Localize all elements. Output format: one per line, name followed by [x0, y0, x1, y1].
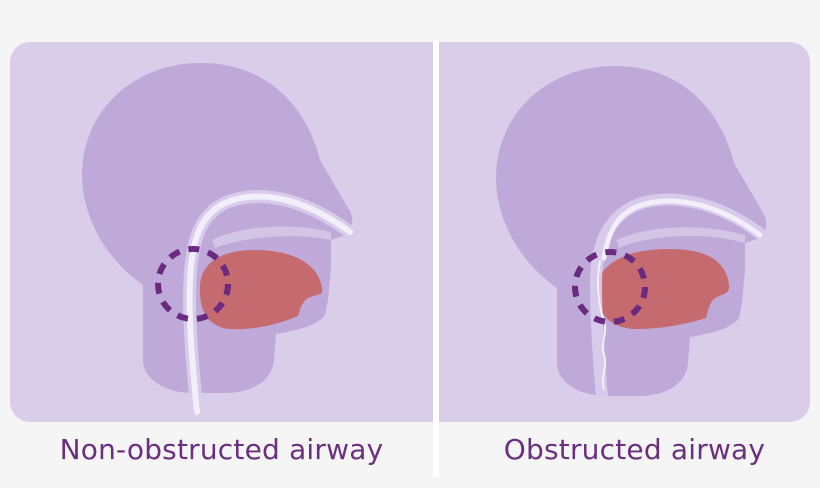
tongue-icon: [596, 249, 730, 329]
right-figure: [496, 65, 768, 403]
panel-divider: [433, 40, 439, 477]
palate-gap: [212, 226, 331, 248]
airway-tube-icon: [601, 198, 763, 261]
caption-obstructed: Obstructed airway: [503, 433, 766, 466]
left-figure: [82, 62, 357, 419]
airway-tube-icon: [186, 193, 353, 415]
palate-gap: [616, 227, 745, 248]
dashed-circle-icon: [572, 249, 648, 325]
caption-non-obstructed: Non-obstructed airway: [59, 433, 384, 466]
dashed-circle-icon: [155, 246, 231, 322]
head-silhouette-icon: [82, 62, 353, 393]
collapsed-airway-icon: [596, 260, 607, 390]
tongue-icon: [199, 250, 323, 330]
